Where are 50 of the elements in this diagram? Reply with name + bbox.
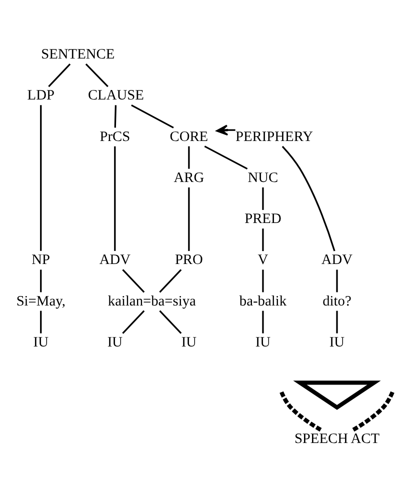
connector <box>84 62 108 87</box>
connector <box>122 268 144 292</box>
connector <box>262 186 264 210</box>
connector <box>158 268 182 292</box>
connector <box>158 310 182 334</box>
node-text: IU <box>254 334 270 350</box>
node-text: IU <box>180 334 196 350</box>
node-text: ba-balik <box>238 292 286 309</box>
connector <box>122 310 144 334</box>
connector <box>40 310 42 333</box>
node-text: Si=May, <box>16 292 65 309</box>
connector <box>188 146 190 168</box>
node-text: ADV <box>320 252 352 268</box>
connector <box>262 310 264 333</box>
node-text: LDP <box>26 87 54 104</box>
connector <box>204 145 248 170</box>
node-text: PRED <box>244 210 281 227</box>
node-text: PrCS <box>99 128 130 144</box>
node-text: kailan=ba=siya <box>107 292 196 309</box>
node-text: NP <box>31 252 50 268</box>
node-text: IU <box>328 334 344 350</box>
node-text: IU <box>106 334 122 350</box>
connector <box>262 269 264 292</box>
connector <box>281 145 335 251</box>
node-text: ADV <box>98 252 130 268</box>
connector <box>40 269 42 292</box>
connector <box>48 62 70 87</box>
node-text: NUC <box>247 169 278 186</box>
connector <box>352 390 394 432</box>
node-text: CORE <box>169 128 208 144</box>
connector <box>188 186 190 250</box>
node-text: IU <box>32 334 48 350</box>
arrow <box>216 124 235 136</box>
connector <box>336 269 338 292</box>
connector <box>262 228 264 251</box>
node-text: dito? <box>322 292 351 309</box>
node-text: PERIPHERY <box>235 128 313 144</box>
node-text: ARG <box>173 169 204 186</box>
node-text: PRO <box>174 252 202 268</box>
node-text: CLAUSE <box>87 87 144 104</box>
node-triangle <box>292 380 380 410</box>
connector <box>40 104 42 250</box>
connector <box>279 390 322 432</box>
node-text: SPEECH ACT <box>294 430 380 447</box>
node-text: V <box>257 252 268 268</box>
connector <box>336 310 338 333</box>
connector <box>130 104 174 128</box>
connector <box>114 104 116 128</box>
node-text: SENTENCE <box>40 46 114 62</box>
connector <box>114 146 116 250</box>
